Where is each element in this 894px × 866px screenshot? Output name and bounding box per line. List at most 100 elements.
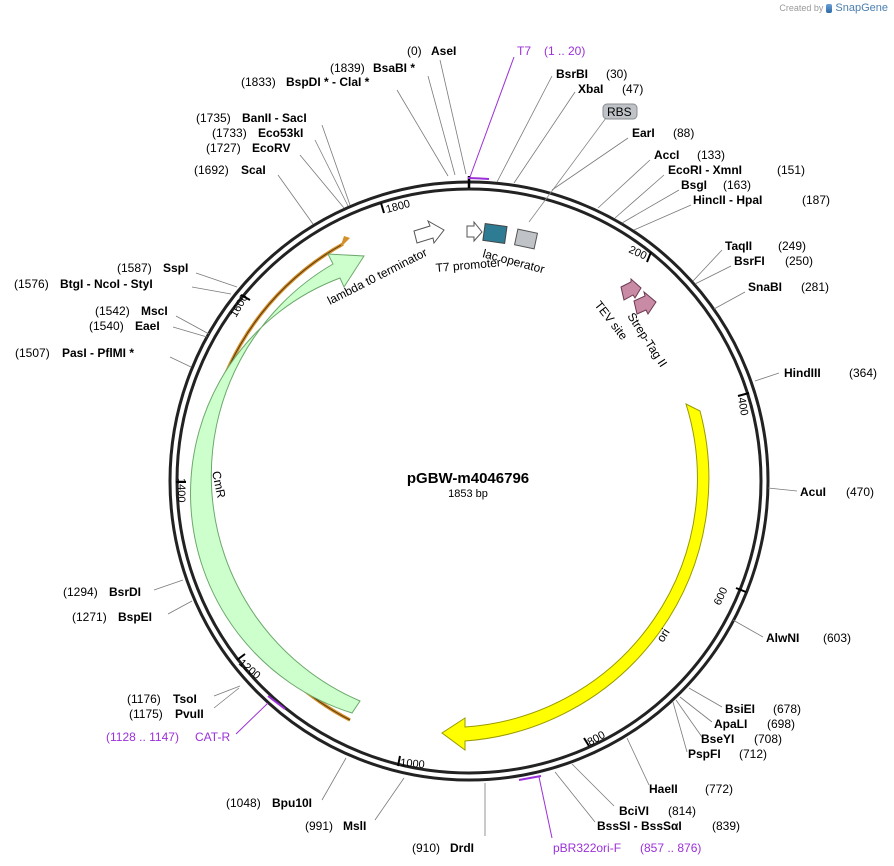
enzyme-bpu10i-pos: (1048) [226,796,261,810]
enzyme-pvuii-pos: (1175) [129,707,163,721]
enzyme-drdi-pos: (910) [412,841,440,855]
enzyme-pspfi-pos: (712) [739,747,767,761]
primer-t7-range: (1 .. 20) [544,44,585,58]
enzyme-sacI-pos: (1735) [196,111,231,125]
enzymes-right: BsrBI (30) XbaI (47) EarI (88) AccI (133… [556,67,877,833]
primer-cat-r-leader [235,702,269,735]
enzyme-bsabi-name: BsaBI * [373,61,415,75]
tick-1600: 1600 [228,292,251,319]
enzyme-hindiii-name: HindIII [784,366,821,380]
plasmid-length: 1853 bp [448,488,488,500]
enzyme-bsabi-pos: (1839) [330,61,365,75]
enzyme-tsoi-pos: (1176) [127,692,161,706]
enzyme-msci-pos: (1542) [95,304,130,318]
enzyme-sspi-pos: (1587) [117,261,152,275]
enzyme-ecorv-name: EcoRV [252,141,290,155]
enzyme-eco53ki-pos: (1733) [212,126,247,140]
tev-site-label: TEV site [592,298,631,343]
enzyme-acci-name: AccI [654,148,679,162]
cmr-label: CmR [209,470,228,500]
primer-pbr322-mark [518,775,542,781]
enzyme-msli-name: MslI [343,819,366,833]
ori-feature-arrow [441,403,710,751]
enzyme-bseyi-pos: (708) [754,732,782,746]
enzyme-bsssi-pos: (839) [712,819,740,833]
enzyme-drdi-name: DrdI [450,841,474,855]
primer-cat-r-mark [267,695,286,710]
enzyme-sacI-name: BanII - SacI [242,111,307,125]
enzyme-pvuii-name: PvuII [175,707,204,721]
enzyme-asei-pos: (0) [407,44,422,58]
tev-site-arrow [620,277,642,301]
enzyme-bsrbi-name: BsrBI [556,67,588,81]
enzyme-ecori-xmni-pos: (151) [777,163,805,177]
tick-labels: 200 400 600 800 1000 1200 1400 1600 1800 [175,198,750,771]
enzyme-bsiei-pos: (678) [773,702,801,716]
tick-1200: 1200 [236,657,262,682]
primer-cat-r-name: CAT-R [195,730,230,744]
enzyme-tsoi-name: TsoI [173,692,197,706]
primer-pbr322-range: (857 .. 876) [640,841,701,855]
enzyme-bpu10i-name: Bpu10I [272,796,312,810]
enzyme-haeii-pos: (772) [705,782,733,796]
tick-marks [176,202,750,767]
enzymes-left: (0) AseI (1839) BsaBI * (1833) BspDI * -… [14,44,474,855]
primer-pbr322-name: pBR322ori-F [553,841,621,855]
enzyme-bsiei-name: BsiEI [725,702,755,716]
enzyme-ncoi-name: BtgI - NcoI - StyI [60,277,153,291]
enzyme-msli-pos: (991) [305,819,333,833]
enzyme-bcivi-pos: (814) [668,804,696,818]
enzyme-clai-name: BspDI * - ClaI * [286,75,370,89]
tick-400: 400 [735,396,750,416]
enzyme-taqii-pos: (249) [778,239,806,253]
enzyme-pasi-pos: (1507) [15,346,50,360]
enzyme-bsrfi-pos: (250) [785,254,813,268]
primer-pbr322-leader [538,776,553,839]
enzyme-snabi-pos: (281) [801,280,829,294]
cmr-outline-arrowhead [340,236,350,248]
enzyme-eaei-pos: (1540) [89,319,124,333]
created-by-text: Created by [779,3,824,13]
enzyme-ecorv-pos: (1727) [206,141,241,155]
enzyme-sspi-name: SspI [163,261,188,275]
enzyme-clai-pos: (1833) [241,75,276,89]
snapgene-branding: Created by SnapGene [779,2,888,14]
tick-600: 600 [712,586,731,608]
primer-t7-name: T7 [517,44,531,58]
enzyme-bsrdi-pos: (1294) [63,585,98,599]
t7-promoter-arrow [466,220,483,243]
enzyme-alwni-pos: (603) [823,631,851,645]
enzyme-bsgi-pos: (163) [723,178,751,192]
rbs-label: RBS [607,105,632,119]
enzyme-bsrdi-name: BsrDI [109,585,141,599]
primer-cat-r-range: (1128 .. 1147) [106,730,179,744]
enzyme-pspfi-name: PspFI [688,747,721,761]
snapgene-product-name: SnapGene [835,2,888,14]
enzyme-bspei-pos: (1271) [72,610,107,624]
enzyme-bspei-name: BspEI [118,610,152,624]
enzyme-bsrbi-pos: (30) [606,67,627,81]
enzyme-apali-pos: (698) [767,717,795,731]
enzyme-bsssi-name: BssSI - BssSαI [597,819,682,833]
t7-promoter-label: T7 promoter [435,255,501,275]
enzyme-bseyi-name: BseYI [701,732,734,746]
primer-t7-leader [469,56,515,178]
enzyme-hincii-hpai-name: HincII - HpaI [693,193,762,207]
ori-label: ori [654,626,673,645]
enzyme-scai-name: ScaI [241,163,266,177]
enzyme-eaei-name: EaeI [135,319,160,333]
snapgene-logo-icon [826,3,833,13]
lambda-t0-terminator-arrow [413,219,445,245]
enzyme-leader-lines [153,59,798,836]
enzyme-apali-name: ApaLI [714,717,747,731]
tick-1000: 1000 [400,757,425,771]
tick-1400: 1400 [175,478,187,502]
enzyme-eari-name: EarI [632,126,655,140]
enzyme-acui-name: AcuI [800,485,826,499]
enzyme-hincii-hpai-pos: (187) [802,193,830,207]
lac-operator-label: lac operator [481,246,546,276]
enzyme-ncoi-pos: (1576) [14,277,49,291]
enzyme-asei-name: AseI [431,44,456,58]
lac-operator-box [482,222,508,245]
